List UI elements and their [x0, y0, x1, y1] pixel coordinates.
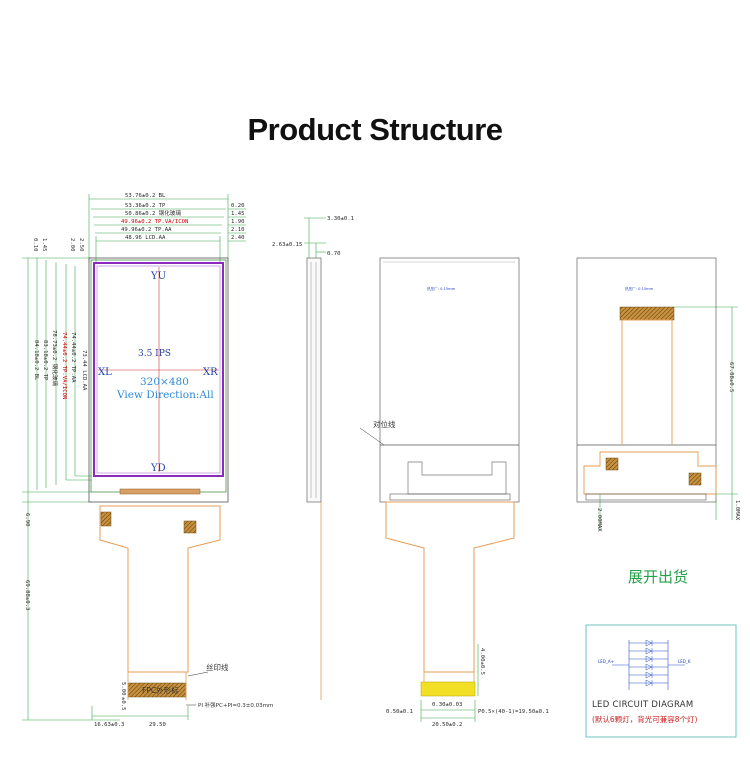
back2-right-dim: 1.0MAX [734, 500, 740, 521]
back1-align-leader [359, 427, 385, 446]
back-view-2: 热压厂: 0.15mm 67.88±0.5 2.00MAX 1.0MAX [576, 257, 740, 532]
label-view-direction: View Direction:All [116, 389, 214, 401]
dim-offset-020: 0.20 [231, 203, 244, 209]
active-area-border [93, 262, 224, 477]
led-diodes [629, 639, 668, 687]
dim-offset-145: 1.45 [231, 211, 244, 217]
fpc-label-leader [187, 671, 209, 677]
dim-glass-width: 50.86±0.2 钢化玻璃 [125, 209, 181, 217]
dim-tp-aa-height: 74.44±0.2 TP.AA [70, 332, 76, 383]
back1-dim-pad: 0.50±0.1 [386, 709, 413, 715]
front-fpc-pad-right [183, 520, 197, 534]
dim-offset-210: 2.10 [231, 227, 244, 233]
back1-outline [379, 257, 520, 503]
dim-bl-height: 84.18±0.2 BL [33, 340, 39, 381]
led-circuit-box: LED_A+ LED_K LED CIRCUIT DIAGRAM (默认6颗灯，… [585, 624, 737, 738]
back1-fpc-outline [385, 501, 515, 673]
led-diagram-title: LED CIRCUIT DIAGRAM [592, 700, 694, 710]
fpc-silkscreen-label: 丝印线 [206, 662, 229, 672]
side-profile [306, 257, 322, 503]
label-xr: XR [203, 367, 218, 378]
left-dimension-lines [22, 257, 120, 721]
dim-left-offset-010: 0.10 [32, 238, 38, 251]
dim-left-offset-145: 1.45 [41, 238, 47, 251]
led-pin-k: LED_K [678, 659, 691, 664]
back2-pad-left [605, 457, 619, 471]
fpc-side-dim-b: ±0.5 [120, 697, 126, 710]
dim-bottom-width: 29.50 [149, 722, 166, 728]
back1-side-dim: 4.00±0.5 [479, 648, 485, 675]
back1-gold-fingers [420, 681, 476, 697]
front-fpc-pad-left [100, 511, 112, 527]
label-resolution: 320×480 [140, 376, 189, 388]
dim-tp-width: 53.36±0.2 TP [125, 203, 166, 209]
dim-offset-190: 1.90 [231, 219, 244, 225]
label-yu: YU [150, 271, 166, 282]
top-dimension-lines [88, 194, 246, 262]
dim-lcd-aa-width: 48.96 LCD.AA [125, 235, 166, 241]
front-fpc-outline [99, 505, 221, 673]
dim-bl-width: 53.76±0.2 BL [125, 193, 166, 199]
dim-tp-aa-width: 49.96±0.2 TP.AA [121, 227, 172, 233]
back1-align-label: 对位线 [373, 419, 396, 429]
led-box-border [585, 624, 737, 738]
dim-tp-height: 83.18±0.2 TP [42, 340, 48, 381]
back-view-1: 热压厂: 0.15mm 对位线 4.00±0.5 0.50±0.1 0.30±0… [359, 257, 549, 728]
back1-dim-pitch-width: 0.30±0.03 [432, 702, 462, 708]
back2-pad-right [688, 472, 702, 486]
side-dim-bl-thickness: 2.63±0.15 [272, 242, 302, 248]
lcd-aa-outline [96, 265, 221, 474]
front-view: 53.76±0.2 BL 53.36±0.2 TP 50.86±0.2 钢化玻璃… [22, 193, 273, 728]
fpc-side-dim-a: 5.00 [120, 682, 126, 695]
dim-left-offset-250: 2.50 [78, 238, 84, 251]
back1-connector-area [407, 461, 507, 495]
side-view: 3.30±0.1 2.63±0.15 0.70 [272, 216, 354, 700]
dim-glass-height: 78.73±0.2 钢化玻璃 [51, 330, 59, 386]
side-dim-thickness: 3.30±0.1 [327, 216, 354, 222]
dim-offset-240: 2.40 [231, 235, 244, 241]
panel-bottom-bond [119, 488, 201, 495]
label-xl: XL [98, 367, 112, 378]
back2-note: 热压厂: 0.15mm [625, 286, 654, 291]
bottom-dimension-lines [91, 706, 189, 720]
back2-left-dim: 2.00MAX [596, 508, 602, 532]
dim-tp-va-width: 49.96±0.2 TP.VA/ICON [121, 219, 188, 225]
dim-left-extra: 6.90 [24, 513, 30, 526]
back1-bottom-strip [389, 493, 511, 501]
back1-dim-pitch: P0.5×(40-1)=19.50±0.1 [478, 709, 549, 715]
dim-lcd-aa-height: 73.44 LCD.AA [81, 350, 87, 391]
page-title: Product Structure [247, 112, 503, 147]
label-yd: YD [150, 463, 166, 474]
back2-side-dim: 67.88±0.5 [728, 362, 734, 392]
back2-top-stiffener [619, 306, 675, 321]
side-dim-glass-thickness: 0.70 [327, 251, 340, 257]
back1-note: 热压厂: 0.15mm [427, 286, 456, 291]
back2-bottom-strip [585, 493, 707, 501]
shipping-label: 展开出货 [628, 568, 688, 586]
dim-tp-va-height: 74.44±0.2 TP.VA/ICON [61, 332, 67, 399]
back2-outline [576, 257, 717, 503]
dim-fpc-length: 69.88±0.3 [24, 580, 30, 610]
dim-bottom-left: 16.63±0.3 [94, 722, 124, 728]
fpc-tail-text: FPC外形标 [142, 685, 179, 695]
label-size: 3.5 IPS [138, 349, 171, 359]
dim-left-offset-200: 2.00 [69, 238, 75, 251]
fpc-stiffener-note: PI 补强PC+PI=0.3±0.03mm [198, 701, 273, 709]
led-pin-a: LED_A+ [598, 659, 614, 664]
backlight-outline [88, 257, 229, 503]
led-diagram-note: (默认6颗灯，背光可兼容8个灯) [592, 714, 697, 724]
back1-dim-total: 20.50±0.2 [432, 722, 462, 728]
back2-fpc-folded [621, 319, 673, 445]
